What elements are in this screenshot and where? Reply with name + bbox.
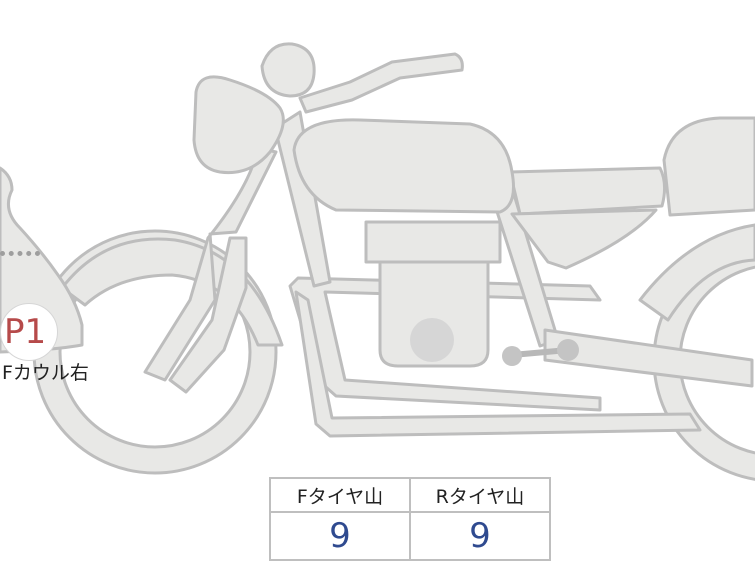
tire-tread-table: Fタイヤ山 Rタイヤ山 9 9 xyxy=(269,477,551,561)
rear-tire-value: 9 xyxy=(409,511,551,561)
handlebar xyxy=(298,52,464,114)
engine-head xyxy=(364,220,502,264)
mirror xyxy=(260,42,316,98)
rear-tire-header: Rタイヤ山 xyxy=(409,477,551,513)
exhaust-pipe-lower xyxy=(294,290,702,438)
exhaust-pipe-upper xyxy=(288,276,602,412)
fuel-tank xyxy=(292,118,515,214)
engine-block xyxy=(378,260,490,368)
headlight xyxy=(192,75,285,175)
engine-cover xyxy=(410,318,454,362)
dotted-leader-line xyxy=(0,251,40,256)
tail-cowl xyxy=(662,116,755,217)
marker-badge-p1[interactable]: P1 xyxy=(0,303,58,361)
marker-label-p1: Fカウル右 xyxy=(2,362,89,384)
front-fork-tube xyxy=(168,236,248,394)
side-cover xyxy=(510,208,658,270)
rear-fender xyxy=(638,223,755,322)
tread-header-row: Fタイヤ山 Rタイヤ山 xyxy=(269,477,551,513)
front-tire-header: Fタイヤ山 xyxy=(269,477,411,513)
swingarm xyxy=(543,328,754,388)
frame-downtube xyxy=(273,110,332,288)
footrest-peg xyxy=(502,339,579,366)
front-tire-value: 9 xyxy=(269,511,411,561)
seat xyxy=(508,166,667,216)
tread-value-row: 9 9 xyxy=(269,511,551,561)
